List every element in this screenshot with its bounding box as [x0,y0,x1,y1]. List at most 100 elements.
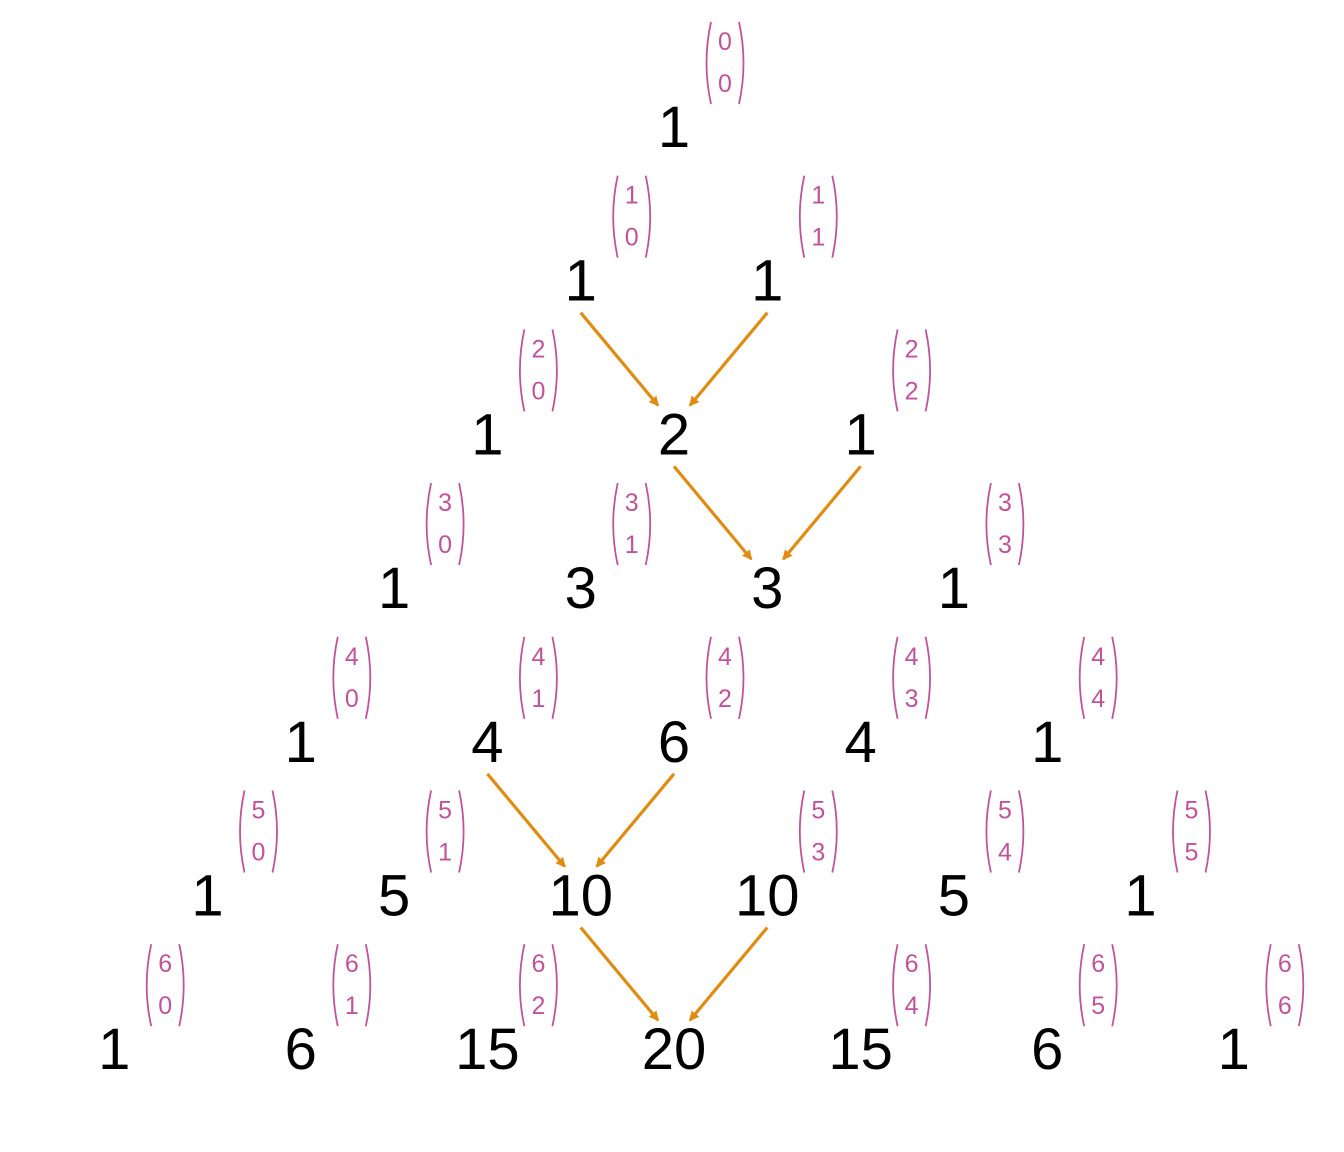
pascal-number: 5 [938,864,970,929]
binomial-right-paren [1018,790,1025,873]
binomial-k: 4 [905,992,919,1020]
binomial-left-paren [612,482,619,566]
binomial-n: 6 [531,950,545,978]
binomial-label: 44 [1078,636,1118,719]
binomial-k: 0 [252,839,266,867]
binomial-n: 6 [1278,950,1292,978]
binomial-left-paren [1172,790,1179,873]
binomial-n: 2 [531,335,545,363]
binomial-right-paren [924,636,931,719]
binomial-label: 43 [892,636,931,719]
binomial-right-paren [458,482,465,566]
binomial-k: 2 [905,377,919,405]
binomial-right-paren [271,790,278,873]
pascal-number: 2 [658,402,690,467]
binomial-n: 3 [625,489,639,517]
binomial-left-paren [705,636,712,719]
pascal-number: 20 [642,1017,707,1082]
binomial-n: 3 [998,489,1012,517]
binomial-label: 22 [892,329,931,412]
binomial-k: 0 [625,224,639,252]
binomial-k: 3 [998,531,1012,559]
binomial-right-paren [178,944,185,1027]
pascal-number: 1 [751,249,783,314]
binomial-n: 5 [811,797,825,825]
binomial-k: 1 [438,839,452,867]
binomial-k: 3 [905,685,919,713]
binomial-n: 6 [158,950,172,978]
pascal-number: 1 [1124,864,1156,929]
binomial-label: 66 [1265,944,1305,1027]
binomial-label: 65 [1078,944,1118,1027]
binomial-left-paren [519,944,526,1027]
binomial-k: 1 [345,992,359,1020]
binomial-k: 4 [998,839,1012,867]
binomial-label: 62 [519,944,558,1027]
binomial-right-paren [551,329,558,412]
binomial-right-paren [458,790,465,873]
pascal-number: 1 [191,864,223,929]
binomial-n: 6 [1091,950,1105,978]
pascal-number: 1 [285,710,317,775]
sum-arrow [672,465,753,561]
binomial-n: 0 [718,28,732,56]
binomial-right-paren [1204,790,1211,873]
binomial-right-paren [1018,482,1025,566]
binomial-label: 53 [798,790,838,873]
pascal-number: 6 [1031,1017,1063,1082]
binomial-n: 4 [718,643,732,671]
binomial-label: 54 [985,790,1025,873]
binomial-left-paren [239,790,246,873]
binomial-label: 51 [425,790,465,873]
binomial-left-paren [332,944,339,1027]
binomial-k: 1 [811,224,825,252]
binomial-k: 0 [438,531,452,559]
binomials-layer: 0010112022303133404142434450515354556061… [145,21,1305,1027]
pascal-number: 1 [471,402,503,467]
binomial-label: 31 [612,482,652,566]
binomial-left-paren [985,790,992,873]
pascal-number: 5 [378,864,410,929]
binomial-right-paren [644,175,652,258]
pascal-number: 3 [565,556,597,621]
binomial-left-paren [425,482,432,566]
sum-arrow [579,926,660,1022]
binomial-k: 1 [531,685,545,713]
binomial-k: 5 [1091,992,1105,1020]
pascal-number: 15 [455,1017,520,1082]
binomial-right-paren [1297,944,1305,1027]
binomial-label: 00 [705,21,745,105]
binomial-label: 10 [612,175,652,258]
binomial-left-paren [985,482,992,566]
binomial-n: 6 [905,950,919,978]
binomial-label: 30 [425,482,465,566]
binomial-left-paren [425,790,432,873]
binomial-left-paren [892,944,899,1027]
binomial-right-paren [924,329,931,412]
binomial-right-paren [924,944,931,1027]
pascal-number: 1 [658,95,690,160]
binomial-left-paren [519,636,526,719]
binomial-left-paren [1078,944,1086,1027]
arrows-layer [486,311,862,1022]
binomial-right-paren [831,175,838,258]
binomial-k: 4 [1091,685,1105,713]
binomial-right-paren [1111,944,1118,1027]
binomial-n: 5 [1185,797,1199,825]
binomial-right-paren [644,482,652,566]
binomial-left-paren [519,329,526,412]
binomial-label: 64 [892,944,931,1027]
binomial-k: 0 [718,70,732,98]
binomial-right-paren [551,636,558,719]
pascal-number: 1 [938,556,970,621]
binomial-right-paren [1111,636,1118,719]
sum-arrow [688,926,769,1022]
binomial-k: 0 [531,377,545,405]
binomial-n: 2 [905,335,919,363]
binomial-n: 1 [625,182,639,210]
binomial-left-paren [332,636,339,719]
binomial-left-paren [798,790,806,873]
binomial-label: 42 [705,636,745,719]
